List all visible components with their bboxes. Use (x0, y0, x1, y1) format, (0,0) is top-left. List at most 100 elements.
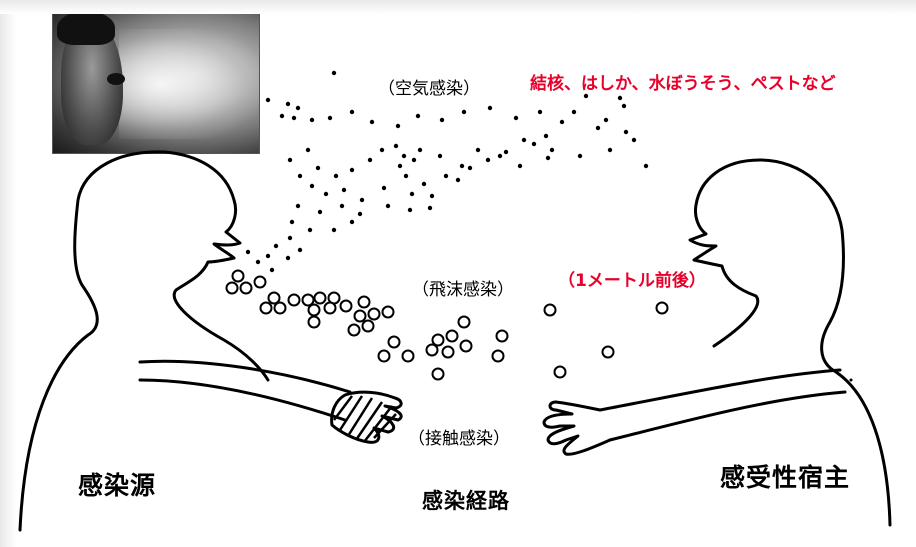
droplet-circle (307, 303, 321, 317)
airborne-label: （空気感染） (378, 79, 480, 99)
contact-label: （接触感染） (408, 429, 510, 449)
airborne-dot (393, 143, 399, 149)
airborne-dot (503, 149, 509, 155)
airborne-dot (401, 153, 407, 159)
airborne-dot (421, 181, 427, 187)
droplet-circle (367, 307, 381, 321)
droplet-circle (267, 291, 281, 305)
airborne-dot (307, 227, 313, 233)
host-hand (542, 400, 612, 456)
airborne-dot (623, 129, 629, 135)
droplet-circle (239, 281, 253, 295)
airborne-dot (475, 147, 481, 153)
droplet-particles (225, 269, 669, 381)
airborne-dot (349, 219, 355, 225)
airborne-dot (315, 165, 321, 171)
airborne-dot (295, 203, 301, 209)
droplet-circle (253, 275, 267, 289)
airborne-dot (531, 141, 537, 147)
droplet-circle (259, 301, 273, 315)
airborne-dot (397, 163, 403, 169)
airborne-dot (339, 203, 345, 209)
airborne-dot (417, 147, 423, 153)
airborne-dot (443, 173, 449, 179)
airborne-dot (607, 147, 613, 153)
source-arm-upper (138, 359, 352, 394)
droplet-circle (601, 345, 615, 359)
airborne-dot (265, 97, 271, 103)
airborne-dot (367, 157, 373, 163)
droplet-circle (287, 293, 301, 307)
airborne-dot (255, 259, 261, 265)
airborne-dot (333, 173, 339, 179)
airborne-dot (245, 249, 251, 255)
airborne-dot (459, 163, 465, 169)
droplet-circle (273, 301, 287, 315)
airborne-dot (643, 163, 649, 169)
airborne-dot (395, 123, 401, 129)
airborne-dot (427, 205, 433, 211)
airborne-dot (497, 153, 503, 159)
airborne-dot (517, 163, 523, 169)
airborne-dot (359, 197, 365, 203)
airborne-dot (317, 209, 323, 215)
airborne-dot (513, 115, 519, 121)
airborne-dot (439, 117, 445, 123)
airborne-dot (331, 227, 337, 233)
droplet-circle (553, 365, 567, 379)
droplet-circle (347, 323, 361, 337)
airborne-particles (245, 70, 649, 273)
airborne-dot (381, 185, 387, 191)
airborne-dot (429, 193, 435, 199)
droplet-circle (495, 329, 509, 343)
source-arm-lower (138, 378, 347, 422)
host-label: 感受性宿主 (720, 463, 851, 492)
airborne-dot (273, 243, 279, 249)
droplet-label: （飛沫感染） (412, 280, 514, 300)
airborne-dot (265, 253, 271, 259)
droplet-circle (361, 319, 375, 333)
airborne-dot (289, 219, 295, 225)
airborne-dot (577, 153, 583, 159)
sneeze-spray (119, 29, 259, 139)
airborne-dot (295, 105, 301, 111)
sneezing-mouth (107, 73, 125, 85)
airborne-dot (287, 235, 293, 241)
airborne-dot (617, 95, 623, 101)
airborne-dot (603, 117, 609, 123)
airborne-dot (403, 173, 409, 179)
airborne-dot (291, 115, 297, 121)
airborne-dot (297, 247, 303, 253)
droplet-circle (655, 301, 669, 315)
host-person-outline (688, 158, 892, 527)
host-arm-upper (598, 368, 842, 412)
droplet-circle (431, 367, 445, 381)
airborne-dot (269, 267, 275, 273)
airborne-dot (327, 115, 333, 121)
sneeze-photo (52, 10, 260, 154)
droplet-circle (301, 293, 315, 307)
airborne-dot (621, 103, 627, 109)
droplet-distance-label: （1メートル前後） (558, 271, 706, 291)
airborne-dot (415, 113, 421, 119)
airborne-dot (285, 101, 291, 107)
airborne-dot (407, 207, 413, 213)
airborne-dot (349, 109, 355, 115)
airborne-dot (331, 70, 337, 76)
airborne-dot (349, 167, 355, 173)
airborne-dot (309, 117, 315, 123)
airborne-dot (559, 119, 565, 125)
airborne-dot (409, 191, 415, 197)
droplet-circle (425, 343, 439, 357)
airborne-dot (279, 113, 285, 119)
airborne-dot (537, 109, 543, 115)
airborne-dot (583, 93, 589, 99)
droplet-circle (323, 301, 337, 315)
droplet-circle (313, 291, 327, 305)
droplet-circle (387, 335, 401, 349)
airborne-dot (297, 173, 303, 179)
airborne-dot (595, 125, 601, 131)
airborne-dot (545, 155, 551, 161)
